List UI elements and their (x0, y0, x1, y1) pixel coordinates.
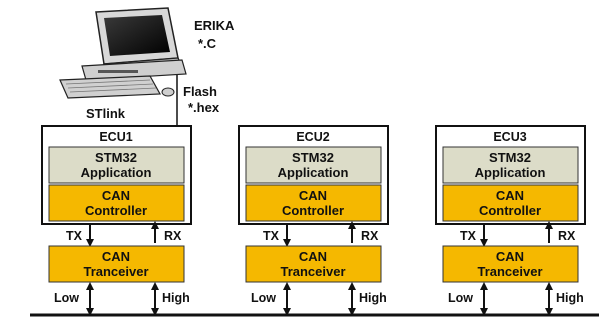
can-transceiver-box (48, 245, 185, 283)
tx-label: TX (263, 229, 280, 243)
stm32-application-box (245, 146, 382, 184)
stlink-label: STlink (86, 106, 126, 121)
ecu-title: ECU1 (99, 130, 132, 144)
ecu-title: ECU2 (296, 130, 329, 144)
ecu-block: ECU3 STM32 Application CAN Controller TX… (435, 125, 586, 316)
trx-line-2: Tranceiver (83, 264, 148, 279)
can-transceiver-box (245, 245, 382, 283)
desktop-computer-icon (59, 7, 187, 99)
app-line-2: Application (278, 165, 349, 180)
app-line-2: Application (81, 165, 152, 180)
trx-line-1: CAN (496, 249, 524, 264)
stm32-application-box (48, 146, 185, 184)
pc-source-file: *.C (198, 36, 217, 51)
flash-label: Flash (183, 84, 217, 99)
can-controller-box (245, 184, 382, 222)
trx-line-1: CAN (299, 249, 327, 264)
can-controller-box (48, 184, 185, 222)
low-label: Low (448, 291, 473, 305)
ctrl-line-1: CAN (496, 188, 524, 203)
high-label: High (162, 291, 190, 305)
ctrl-line-1: CAN (102, 188, 130, 203)
app-line-1: STM32 (489, 150, 531, 165)
pc-name: ERIKA (194, 18, 235, 33)
rx-label: RX (361, 229, 379, 243)
ecu-block: ECU2 STM32 Application CAN Controller TX… (238, 125, 389, 316)
trx-line-2: Tranceiver (280, 264, 345, 279)
tx-label: TX (66, 229, 83, 243)
low-label: Low (54, 291, 79, 305)
rx-label: RX (558, 229, 576, 243)
can-controller-box (442, 184, 579, 222)
ctrl-line-2: Controller (282, 203, 344, 218)
tx-label: TX (460, 229, 477, 243)
hex-file-label: *.hex (188, 100, 220, 115)
app-line-1: STM32 (292, 150, 334, 165)
low-label: Low (251, 291, 276, 305)
ctrl-line-2: Controller (85, 203, 147, 218)
trx-line-1: CAN (102, 249, 130, 264)
can-transceiver-box (442, 245, 579, 283)
app-line-1: STM32 (95, 150, 137, 165)
ecu-title: ECU3 (493, 130, 526, 144)
ecu-block: ECU1 STM32 Application CAN Controller TX… (41, 125, 192, 316)
stm32-application-box (442, 146, 579, 184)
high-label: High (359, 291, 387, 305)
high-label: High (556, 291, 584, 305)
rx-label: RX (164, 229, 182, 243)
app-line-2: Application (475, 165, 546, 180)
ctrl-line-1: CAN (299, 188, 327, 203)
trx-line-2: Tranceiver (477, 264, 542, 279)
ctrl-line-2: Controller (479, 203, 541, 218)
